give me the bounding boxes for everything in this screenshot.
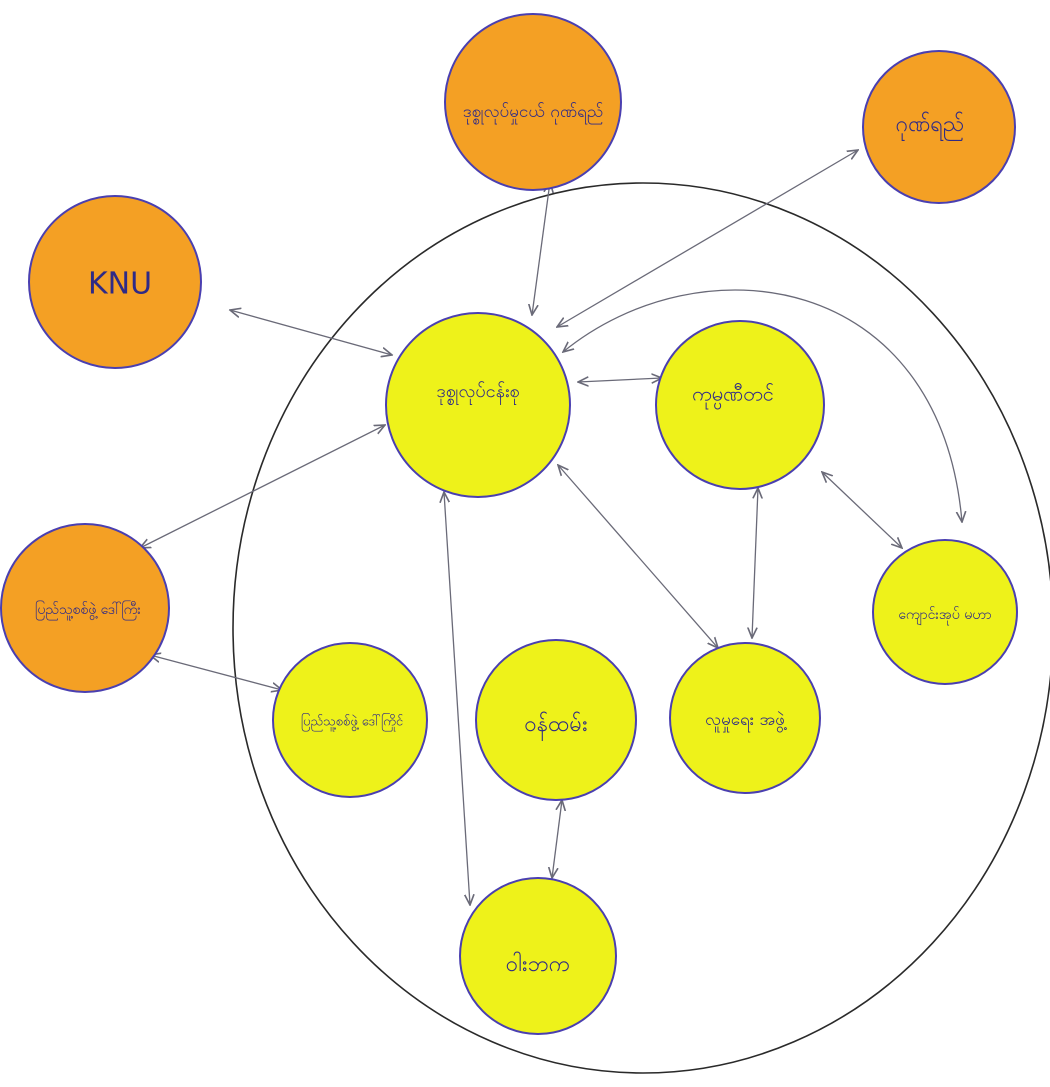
node-left-inner: ပြည်သူ့စစ်ဖွဲ့ ဒေါ်ကြိုင်	[272, 642, 428, 798]
node-bottom: ဝါးဘက	[459, 877, 617, 1035]
edge-rightcenter-rightlower	[752, 488, 758, 638]
node-center: ဒုစ္စုလုပ်ငန်းစု	[385, 312, 571, 498]
edge-center-rightcenter	[578, 378, 662, 382]
edge-mid-bottom	[552, 800, 562, 878]
edge-center-rightlower	[558, 465, 718, 648]
edge-leftouter-leftinner	[150, 655, 282, 690]
edge-top-center	[532, 182, 550, 315]
node-top-right: ဂုဏ်ရည်	[862, 50, 1016, 204]
edge-knu-center	[230, 310, 392, 355]
edge-center-farright	[563, 289, 962, 522]
node-mid: ဝန်ထမ်း	[475, 639, 637, 801]
edge-rightcenter-farright	[822, 472, 902, 548]
node-top: ဒုစ္စုလုပ်မှုငယ် ဂုဏ်ရည်	[444, 13, 622, 191]
node-knu: KNU	[28, 195, 202, 369]
node-far-right: ကျောင်းအုပ် မဟာ	[872, 539, 1018, 685]
node-top-label: ဒုစ္စုလုပ်မှုငယ် ဂုဏ်ရည်	[463, 102, 604, 125]
node-left-outer-label: ပြည်သူ့စစ်ဖွဲ့ ဒေါ်ကြီး	[35, 601, 141, 620]
node-right-lower-label: လူမှုရေး အဖွဲ့	[705, 710, 786, 733]
edge-center-bottom	[444, 492, 470, 905]
node-left-outer: ပြည်သူ့စစ်ဖွဲ့ ဒေါ်ကြီး	[0, 523, 170, 693]
node-right-center-label: ကုမ္ပဏီတင်	[692, 382, 774, 410]
node-mid-label: ဝန်ထမ်း	[524, 711, 587, 741]
edge-topright-center	[557, 150, 858, 327]
edge-center-leftouter	[140, 425, 385, 548]
node-left-inner-label: ပြည်သူ့စစ်ဖွဲ့ ဒေါ်ကြိုင်	[301, 713, 404, 732]
node-center-label: ဒုစ္စုလုပ်ငန်းစု	[436, 381, 519, 405]
node-bottom-label: ဝါးဘက	[506, 951, 570, 977]
node-top-right-label: ဂုဏ်ရည်	[896, 111, 965, 141]
node-right-center: ကုမ္ပဏီတင်	[655, 320, 825, 490]
node-right-lower: လူမှုရေး အဖွဲ့	[669, 642, 821, 794]
edges	[140, 150, 962, 905]
node-far-right-label: ကျောင်းအုပ် မဟာ	[898, 607, 991, 625]
node-knu-label: KNU	[88, 267, 152, 302]
